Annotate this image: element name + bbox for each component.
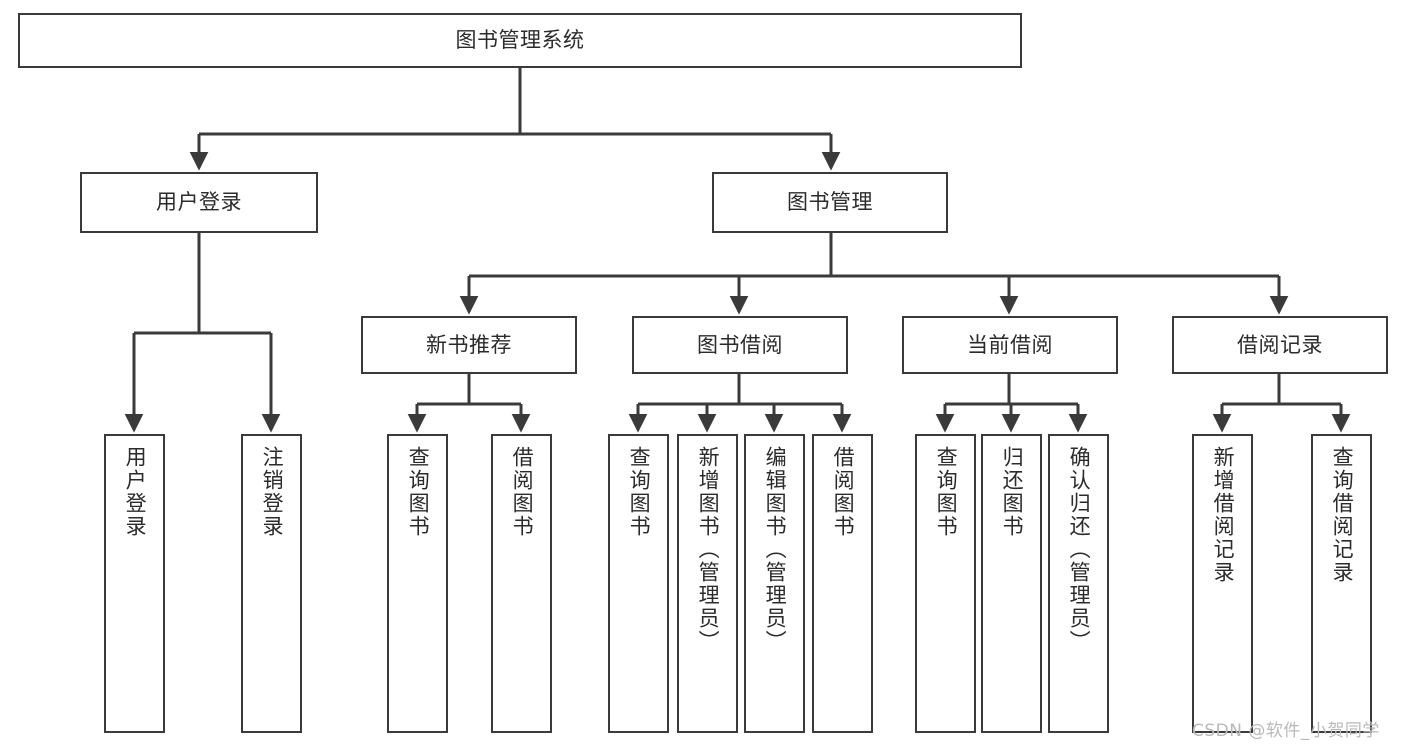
node-root-system[interactable]: 图书管理系统 xyxy=(18,13,1022,68)
node-label: 归还图书 xyxy=(1000,446,1025,538)
node-label: 当前借阅 xyxy=(967,332,1053,357)
node-label: 用户登录 xyxy=(156,190,242,215)
node-borrow-record[interactable]: 借阅记录 xyxy=(1172,316,1388,374)
leaf-current-borrow-return[interactable]: 归还图书 xyxy=(981,434,1042,733)
node-label: 确认归还（管理员） xyxy=(1067,446,1092,653)
node-label: 借阅图书 xyxy=(510,446,535,538)
node-label: 图书借阅 xyxy=(697,332,783,357)
node-label: 借阅图书 xyxy=(831,446,856,538)
node-label: 图书管理系统 xyxy=(455,28,585,53)
node-label: 查询借阅记录 xyxy=(1330,446,1355,584)
node-label: 查询图书 xyxy=(406,446,431,538)
leaf-current-borrow-confirm[interactable]: 确认归还（管理员） xyxy=(1048,434,1109,733)
leaf-book-borrow-lend[interactable]: 借阅图书 xyxy=(812,434,873,733)
leaf-book-borrow-add[interactable]: 新增图书（管理员） xyxy=(677,434,738,733)
node-label: 查询图书 xyxy=(934,446,959,538)
leaf-user-login-signout[interactable]: 注销登录 xyxy=(241,434,302,733)
leaf-borrow-record-add[interactable]: 新增借阅记录 xyxy=(1192,434,1253,733)
node-book-borrow[interactable]: 图书借阅 xyxy=(632,316,848,374)
node-new-book-recommend[interactable]: 新书推荐 xyxy=(361,316,577,374)
node-label: 新增借阅记录 xyxy=(1211,446,1236,584)
node-label: 借阅记录 xyxy=(1237,332,1323,357)
node-label: 查询图书 xyxy=(627,446,652,538)
node-label: 注销登录 xyxy=(260,446,285,538)
node-user-login[interactable]: 用户登录 xyxy=(80,172,318,233)
node-label: 图书管理 xyxy=(787,190,873,215)
leaf-new-book-query[interactable]: 查询图书 xyxy=(387,434,448,733)
node-label: 新增图书（管理员） xyxy=(696,446,721,653)
node-label: 用户登录 xyxy=(123,446,148,538)
node-current-borrow[interactable]: 当前借阅 xyxy=(902,316,1118,374)
leaf-book-borrow-query[interactable]: 查询图书 xyxy=(608,434,669,733)
leaf-user-login-signin[interactable]: 用户登录 xyxy=(104,434,165,733)
leaf-book-borrow-edit[interactable]: 编辑图书（管理员） xyxy=(744,434,805,733)
leaf-new-book-borrow[interactable]: 借阅图书 xyxy=(491,434,552,733)
csdn-watermark: CSDN @软件_小贺同学 xyxy=(1192,721,1380,741)
leaf-current-borrow-query[interactable]: 查询图书 xyxy=(915,434,976,733)
node-book-management[interactable]: 图书管理 xyxy=(712,172,948,233)
leaf-borrow-record-query[interactable]: 查询借阅记录 xyxy=(1311,434,1372,733)
node-label: 新书推荐 xyxy=(426,332,512,357)
node-label: 编辑图书（管理员） xyxy=(763,446,788,653)
